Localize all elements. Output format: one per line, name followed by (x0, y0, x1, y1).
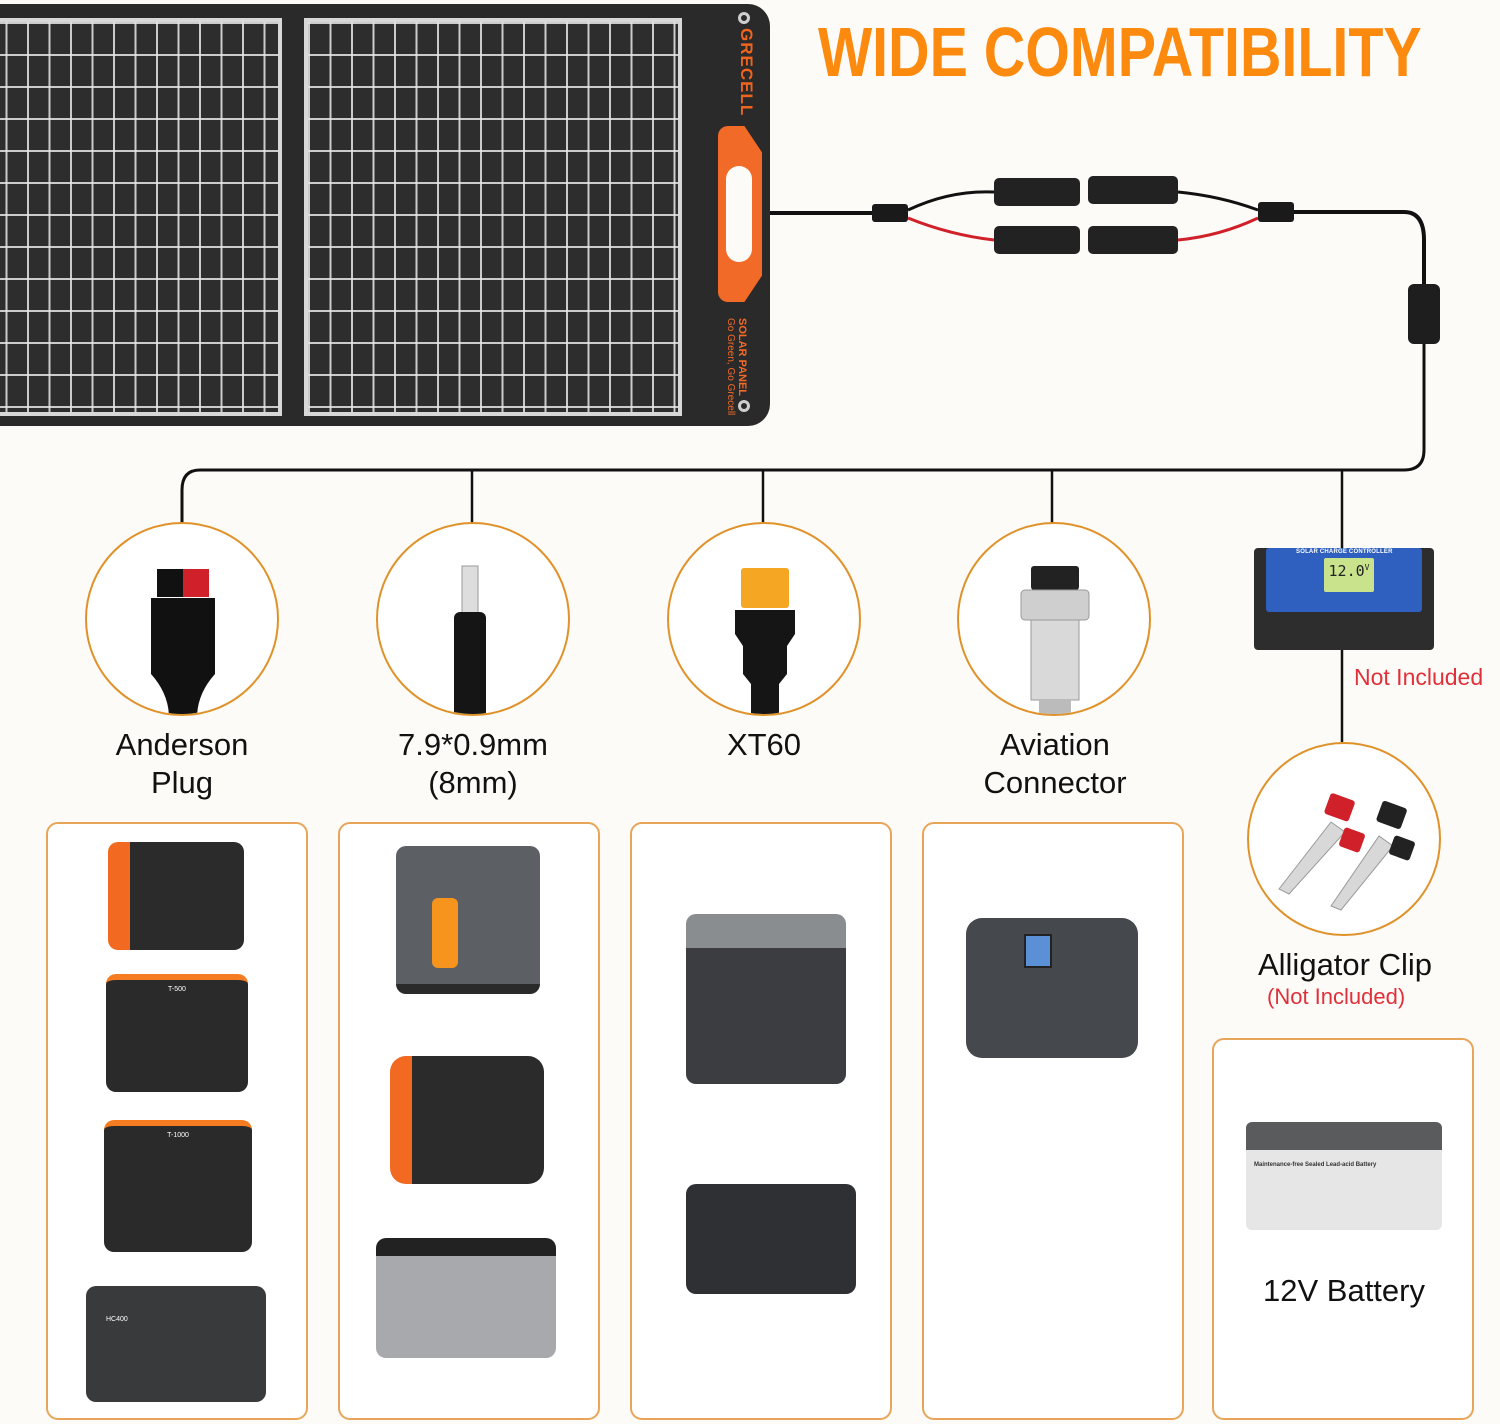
solar-cell-sheet-left (0, 18, 282, 416)
power-station-orange-side-2 (390, 1056, 544, 1184)
power-station-HC400: HC400 (86, 1286, 266, 1402)
alligator-clip-image (1247, 742, 1441, 936)
dc-7909-compatible-devices (338, 822, 600, 1420)
12v-battery-image: Maintenance-free Sealed Lead-acid Batter… (1246, 1122, 1442, 1230)
power-station-yellow-green-trim (376, 1238, 556, 1358)
alligator-clip-label: Alligator Clip (1257, 947, 1432, 982)
power-station-orange-grey (396, 846, 540, 994)
power-station-grey-tall (686, 914, 846, 1084)
xt60-compatible-devices (630, 822, 892, 1420)
power-station-T-1000: T-1000 (104, 1120, 252, 1252)
solar-panel-image (0, 4, 770, 426)
power-station-orange-side (108, 842, 244, 950)
power-station-dark-grey-screen (966, 918, 1138, 1058)
solar-charge-controller-image: SOLAR CHARGE CONTROLLER 12.0V (1254, 548, 1434, 650)
panel-label-title: SOLAR PANEL (736, 318, 748, 397)
anderson-compatible-devices: T-500 T-1000 HC400 (46, 822, 308, 1420)
dc-barrel-plug-icon (454, 565, 486, 714)
dc-7909-plug-image (376, 522, 570, 716)
panel-label: SOLAR PANEL Go Green, Go Grecell (724, 318, 748, 415)
panel-brand-logo: GRECELL (737, 28, 756, 117)
aviation-connector-image (957, 522, 1151, 716)
power-station-black-handle (686, 1184, 856, 1294)
controller-not-included-note: Not Included (1354, 664, 1484, 690)
controller-title: SOLAR CHARGE CONTROLLER (1296, 549, 1393, 555)
xt60-plug-image (667, 522, 861, 716)
anderson-plug-label: Anderson Plug (115, 727, 249, 800)
solar-cell-sheet-right (304, 18, 682, 416)
alligator-clip-icon (1278, 793, 1415, 911)
alligator-not-included-note: (Not Included) (1267, 984, 1406, 1009)
power-station-T-500: T-500 (106, 974, 248, 1092)
controller-lcd: 12.0V (1324, 558, 1374, 592)
panel-handle-hole (726, 166, 752, 262)
xt60-plug-icon (735, 568, 795, 714)
battery-label: 12V Battery (1263, 1273, 1425, 1308)
anderson-plug-image (85, 522, 279, 716)
aviation-connector-icon (1020, 566, 1090, 714)
dc-7909-label: 7.9*0.9mm (8mm) (398, 727, 548, 800)
panel-label-tagline: Go Green, Go Grecell (725, 318, 736, 416)
aviation-compatible-devices (922, 822, 1184, 1420)
anderson-plug-icon (151, 569, 215, 714)
xt60-label: XT60 (726, 727, 802, 762)
page-title: WIDE COMPATIBILITY (818, 13, 1422, 91)
grommet-icon (738, 12, 750, 24)
battery-box: Maintenance-free Sealed Lead-acid Batter… (1212, 1038, 1474, 1420)
aviation-connector-label: Aviation Connector (983, 727, 1127, 800)
